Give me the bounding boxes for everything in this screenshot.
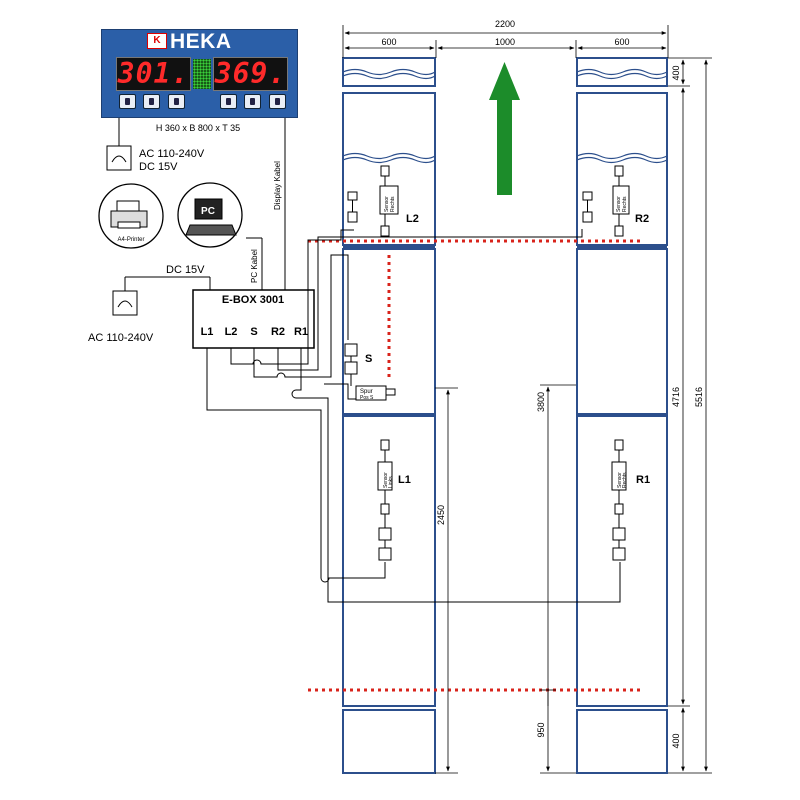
printer-icon [98,183,164,249]
display-left-digits: 301. [116,57,191,91]
ebox-terminal-l2: L2 [225,326,238,338]
detection-lines [308,239,640,692]
dim-4716: 4716 [671,387,681,407]
sensor-r1-label: R1 [636,474,650,486]
panel-button-3 [168,94,185,109]
sensor-l2 [347,165,399,237]
direction-arrow-icon [489,62,520,195]
heka-display-panel: K HEKA 301. 369. [101,29,298,118]
panel-button-6 [269,94,286,109]
dim-5516: 5516 [694,387,704,407]
sensor-s [344,343,396,401]
spur-text-1: Spur [360,389,373,395]
dim-950: 950 [536,722,546,737]
sensor-r1-text-2: Rechts [622,472,628,488]
sensor-l2-text-1: Sensor [384,196,390,212]
sensor-r2-text-2: Rechts [622,196,628,212]
left-lower-segment [342,415,436,707]
panel-button-2 [143,94,160,109]
spur-text-2: Pos S [360,395,374,401]
sensor-r2-label: R2 [635,213,649,225]
panel-size-label: H 360 x B 800 x T 35 [156,123,240,133]
sensor-r2 [582,165,630,237]
sensor-l1-text-2: Links [388,476,394,488]
ebox-title: E-BOX 3001 [222,294,284,306]
power-top-line2: DC 15V [139,161,178,173]
dimension-lines [342,25,712,774]
ebox-terminal-s: S [250,326,257,338]
ebox-terminal-l1: L1 [201,326,214,338]
power-bottom-label: AC 110-240V [88,332,154,344]
dim-3800: 3800 [536,392,546,412]
dc-label: DC 15V [166,264,205,276]
panel-button-4 [220,94,237,109]
left-top-block [342,57,436,87]
right-middle-segment [576,248,668,415]
panel-button-1 [119,94,136,109]
dim-total-width: 2200 [495,19,515,29]
dim-2450: 2450 [436,505,446,525]
break-lines [342,68,668,164]
power-top-line1: AC 110-240V [139,148,205,160]
heka-brand-text: HEKA [170,30,232,53]
ebox-terminal-r2: R2 [271,326,285,338]
panel-wiring [106,118,286,316]
heka-logo-icon: K [147,33,167,49]
ebox-terminal-r1: R1 [294,326,308,338]
sensor-l1-label: L1 [398,474,411,486]
dim-right-width: 600 [614,37,629,47]
sensor-wiring [206,229,621,603]
pc-icon [177,182,243,248]
segment-joints [343,245,667,417]
right-lower-segment [576,415,668,707]
sensor-l1 [377,439,393,561]
sensor-r1-text-1: Sensor [617,472,623,488]
sensor-s-label: S [365,353,372,365]
panel-button-5 [244,94,261,109]
sensor-r2-text-1: Sensor [616,196,622,212]
sensor-r1 [611,439,627,561]
pc-label: PC [201,206,215,217]
printer-label: A4-Printer [117,237,144,243]
sensor-l2-label: L2 [406,213,419,225]
dim-left-width: 600 [381,37,396,47]
display-cable-label: Display Kabel [273,161,282,210]
sensor-l1-text-1: Sensor [383,472,389,488]
dim-bottom-block: 400 [671,733,681,748]
led-matrix [193,59,211,89]
ebox-unit [192,289,315,349]
display-right-digits: 369. [213,57,288,91]
sensor-l2-text-2: Rechts [390,196,396,212]
dim-middle-width: 1000 [495,37,515,47]
dim-top-block: 400 [671,65,681,80]
right-bottom-block [576,709,668,774]
left-bottom-block [342,709,436,774]
pc-cable-label: PC Kabel [250,249,259,283]
